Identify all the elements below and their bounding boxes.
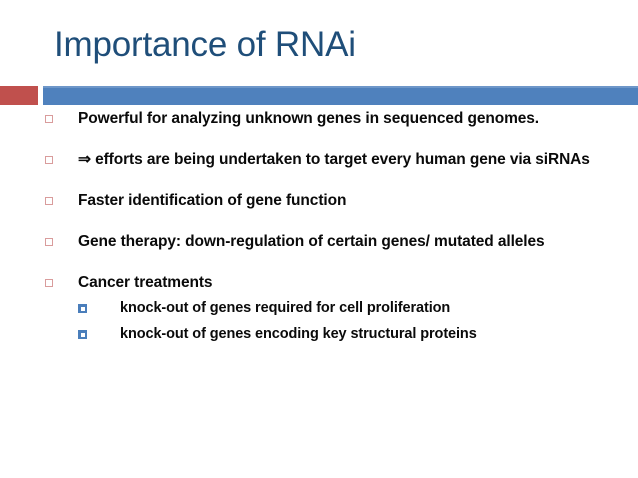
- hollow-square-marker-icon: [45, 156, 53, 164]
- sub-bullet-list: knock-out of genes required for cell pro…: [78, 297, 620, 345]
- hollow-square-marker-icon: [45, 238, 53, 246]
- title-divider-rule: [0, 86, 638, 105]
- sub-list-item: knock-out of genes required for cell pro…: [78, 297, 620, 319]
- list-item-label: Powerful for analyzing unknown genes in …: [78, 110, 540, 127]
- list-item-label: ⇒ efforts are being undertaken to target…: [78, 151, 590, 168]
- sub-list-item-label: knock-out of genes encoding key structur…: [120, 326, 477, 342]
- filled-square-marker-icon: [78, 330, 87, 339]
- page-title: Importance of RNAi: [54, 25, 356, 64]
- list-item-label: Cancer treatments: [78, 274, 213, 291]
- accent-bar-blue: [43, 86, 638, 105]
- list-item: Faster identification of gene function: [0, 190, 638, 211]
- list-item-label: Gene therapy: down-regulation of certain…: [78, 233, 545, 250]
- list-item: Powerful for analyzing unknown genes in …: [0, 108, 638, 129]
- bullet-list: Powerful for analyzing unknown genes in …: [0, 108, 638, 345]
- hollow-square-marker-icon: [45, 279, 53, 287]
- accent-block-red: [0, 86, 38, 105]
- list-item-label: Faster identification of gene function: [78, 192, 347, 209]
- list-item: Gene therapy: down-regulation of certain…: [0, 231, 638, 252]
- hollow-square-marker-icon: [45, 197, 53, 205]
- list-item: Cancer treatments knock-out of genes req…: [0, 272, 638, 345]
- filled-square-marker-icon: [78, 304, 87, 313]
- sub-list-item-label: knock-out of genes required for cell pro…: [120, 300, 451, 316]
- hollow-square-marker-icon: [45, 115, 53, 123]
- sub-list-item: knock-out of genes encoding key structur…: [78, 323, 620, 345]
- list-item: ⇒ efforts are being undertaken to target…: [0, 149, 638, 170]
